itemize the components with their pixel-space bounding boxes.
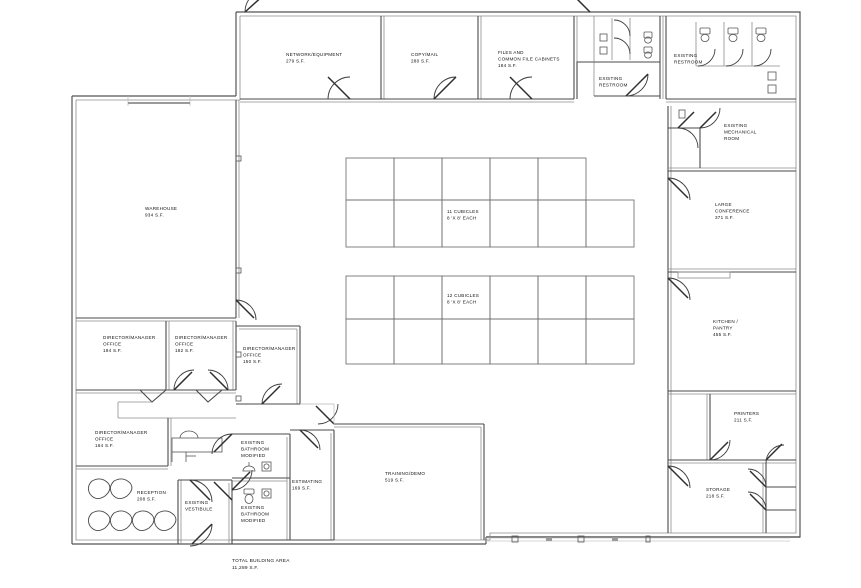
room-label-existing-restroom-right: EXISTING RESTROOM: [674, 53, 703, 65]
room-label-files-common-file-cabinets: FILES AND COMMON FILE CABINETS 184 S.F.: [498, 50, 561, 68]
room-label-reception: RECEPTION 208 S.F.: [137, 490, 168, 502]
cubicle-block-upper: [345, 157, 635, 248]
building-outer-shell: [71, 11, 801, 545]
cubicle-label-lower: 12 CUBICLES 8 'X 8' EACH: [447, 293, 481, 305]
vestibule-bathroom-group: [177, 433, 291, 547]
room-label-printers: PRINTERS 211 S.F.: [734, 411, 761, 423]
cubicle-labels-layer: 11 CUBICLES 8 'X 8' EACH 12 CUBICLES 8 '…: [447, 209, 481, 305]
room-label-warehouse: WAREHOUSE 934 S.F.: [145, 206, 179, 218]
room-label-existing-restroom-left: EXISTING RESTROOM: [599, 76, 628, 88]
total-area-text: TOTAL BUILDING AREA 11,289 S.F.: [232, 558, 291, 571]
room-label-existing-mechanical-room: EXISTING MECHANICAL ROOM: [724, 123, 758, 141]
room-label-director-manager-office-164: DIRECTOR/MANAGER OFFICE 164 S.F.: [95, 430, 149, 448]
cubicle-block-lower: [345, 275, 635, 365]
room-label-large-conference: LARGE CONFERENCE 371 S.F.: [715, 202, 751, 220]
room-label-estimating: ESTIMATING 169 S.F.: [292, 479, 324, 491]
east-wing-partitions: [667, 106, 796, 533]
room-label-network-equipment: NETWORK/EQUIPMENT 279 S.F.: [286, 52, 344, 64]
room-label-existing-bathroom-modified-lower: EXISTING BATHROOM MODIFIED: [241, 505, 271, 523]
room-label-existing-vestibule: EXISTING VESTIBULE: [185, 500, 213, 512]
open-office-connectors: [300, 403, 335, 424]
north-wing-partitions: [240, 0, 591, 103]
room-label-storage: STORAGE 218 S.F.: [706, 487, 732, 499]
cubicle-label-upper: 11 CUBICLES 8 'X 8' EACH: [447, 209, 480, 221]
restroom-fixtures-group: [576, 16, 796, 103]
room-label-training-demo: TRAINING/DEMO 519 S.F.: [385, 471, 427, 483]
room-label-director-manager-office-182: DIRECTOR/MANAGER OFFICE 182 S.F.: [175, 335, 229, 353]
west-block-partitions: [76, 96, 301, 470]
room-labels-layer: NETWORK/EQUIPMENT 279 S.F. COPY/MAIL 280…: [95, 50, 761, 523]
room-label-kitchen-pantry: KITCHEN / PANTRY 455 S.F.: [713, 319, 740, 337]
reception-seating: [87, 478, 177, 531]
room-label-existing-bathroom-modified-upper: EXISTING BATHROOM MODIFIED: [241, 440, 271, 458]
room-label-copy-mail: COPY/MAIL 280 S.F.: [411, 52, 440, 64]
room-label-director-manager-office-194: DIRECTOR/MANAGER OFFICE 194 S.F.: [103, 335, 157, 353]
estimating-training-partitions: [290, 403, 790, 543]
total-building-area-note: TOTAL BUILDING AREA 11,289 S.F.: [232, 558, 291, 571]
room-label-director-manager-office-150: DIRECTOR/MANAGER OFFICE 150 S.F.: [243, 346, 297, 364]
